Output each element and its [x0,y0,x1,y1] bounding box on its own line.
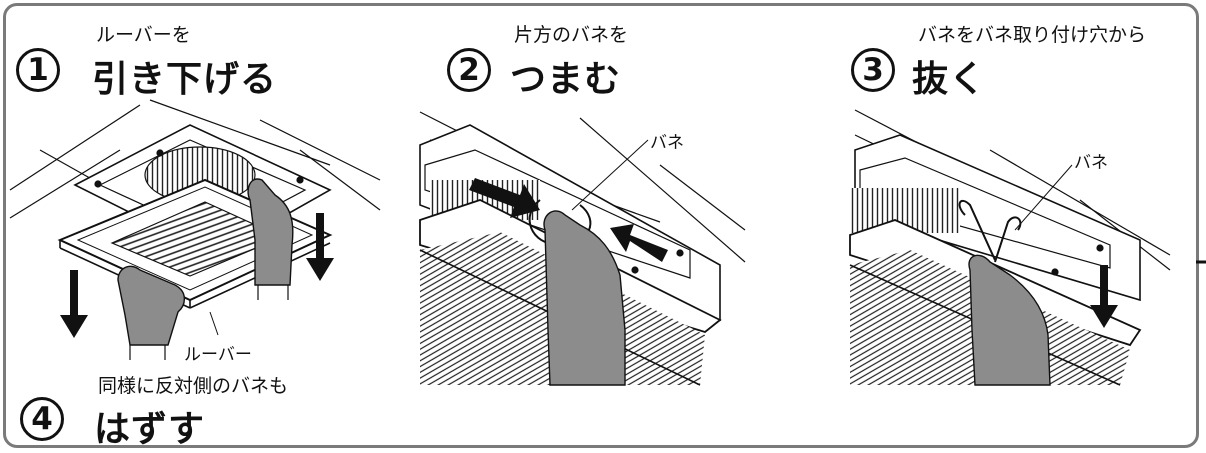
step-4-subtitle: 同様に反対側のバネも [98,375,289,397]
step-2-title: つまむ [510,59,622,100]
step-3-number: 3 [851,48,895,92]
step-3-illustration [849,109,1171,386]
step-2-number: 2 [447,48,491,92]
step-2-illustration [419,111,746,386]
spring-label-step-2: バネ [650,133,684,153]
spring-label-step-3: バネ [1074,153,1108,173]
step-3-subtitle: バネをバネ取り付け穴から [918,24,1147,46]
step-2-subtitle: 片方のバネを [514,24,629,46]
step-1-illustration [9,99,381,360]
step-1-number: 1 [16,48,60,92]
step-1-subtitle: ルーバーを [96,24,191,46]
step-4-title: はずす [94,409,206,450]
step-1-title: 引き下げる [92,59,278,100]
step-3-title: 抜く [912,59,987,100]
step-4-number: 4 [20,397,64,441]
instruction-frame [3,3,1199,448]
louver-label: ルーバー [184,345,252,365]
